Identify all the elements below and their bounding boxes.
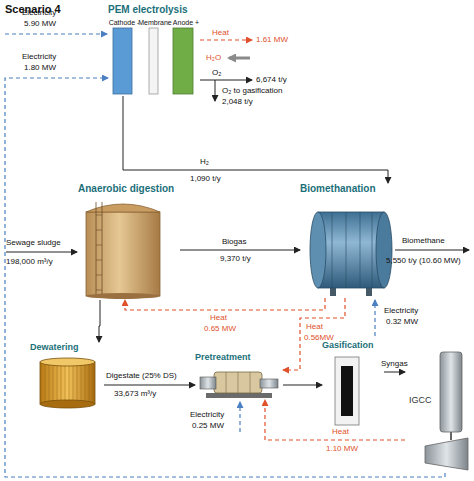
flow-connector [283,385,322,386]
flow-label: Syngas [381,359,408,369]
flow-label: H₂O [206,53,221,63]
flow-connector [384,372,405,373]
flow-label: 1,090 t/y [190,174,221,184]
process-unit: Pretreatment [195,352,283,400]
process-unit: Biomethanation [300,183,397,298]
process-unit: IGCC [405,345,470,473]
flow-label: 33,673 m³/y [114,389,156,399]
pem-cell [113,28,193,94]
flow-label: Heat [212,28,229,38]
unit-title: Anaerobic digestion [78,183,180,195]
unit-title: Biomethanation [300,183,397,195]
flow-label: O₂ [212,68,221,78]
unit-title: Anode + [170,18,202,27]
flow-connector [180,250,300,251]
flow-connector [265,400,405,440]
flow-label: Electricity [22,8,56,18]
flow-label: 9,370 t/y [220,254,251,264]
process-unit: PEM electrolysisCathode -MembraneAnode + [108,4,202,96]
flow-label: 1.80 MW [24,63,56,73]
unit-title: Pretreatment [195,352,283,363]
flow-connector [5,78,445,477]
gasifier-reactor [335,357,359,425]
unit-title: IGCC [409,395,432,406]
unit-title: Membrane [138,18,172,27]
biomethanation-reactor [310,212,392,296]
flow-label: 6,674 t/y [256,75,287,85]
cell-layer: Cathode - [108,18,140,98]
igcc-plant [425,352,468,470]
flow-label: 5,550 t/y (10.60 MW) [386,256,461,266]
dewatering-drum [40,358,95,408]
process-unit: Anaerobic digestion [78,183,180,300]
cell-layer: Anode + [170,18,202,98]
flow-label: Electricity [384,306,418,316]
flow-label: 0.65 MW [204,324,236,334]
flow-label: Digestate (25% DS) [106,371,177,381]
process-unit: Gasification [322,340,384,430]
flow-label: 5.90 MW [24,19,56,29]
unit-title: PEM electrolysis [108,4,202,16]
pretreatment-machine [200,372,278,398]
flow-label: 198,000 m³/y [6,257,53,267]
process-unit: Dewatering [30,342,104,410]
flow-label: O₂ to gasification [222,86,282,96]
flow-label: Sewage sludge [6,238,61,248]
flow-connector [123,96,388,183]
unit-title: Cathode - [108,18,140,27]
flow-label: 1.61 MW [256,35,288,45]
flow-label: Biomethane [402,236,445,246]
unit-title: Dewatering [30,342,104,353]
cell-layer: Membrane [138,18,172,98]
flow-label: Heat [210,313,227,323]
flow-label: Heat [306,322,323,332]
flow-label: 1.10 MW [326,444,358,454]
flow-label: Heat [332,427,349,437]
free-arrows [5,34,469,432]
flow-connector [104,385,195,386]
flow-label: Biogas [222,237,246,247]
digester-tank [86,202,160,299]
flow-connector [99,300,100,342]
flow-label: 0.32 MW [386,317,418,327]
flow-label: 0.56MW [304,333,334,343]
flow-label: Electricity [22,52,56,62]
flow-label: Electricity [190,410,224,420]
flow-label: H₂ [200,157,209,167]
flow-connector [283,298,345,370]
flow-label: 2,048 t/y [222,97,253,107]
flow-label: 0.25 MW [192,421,224,431]
flow-connector [125,298,325,310]
